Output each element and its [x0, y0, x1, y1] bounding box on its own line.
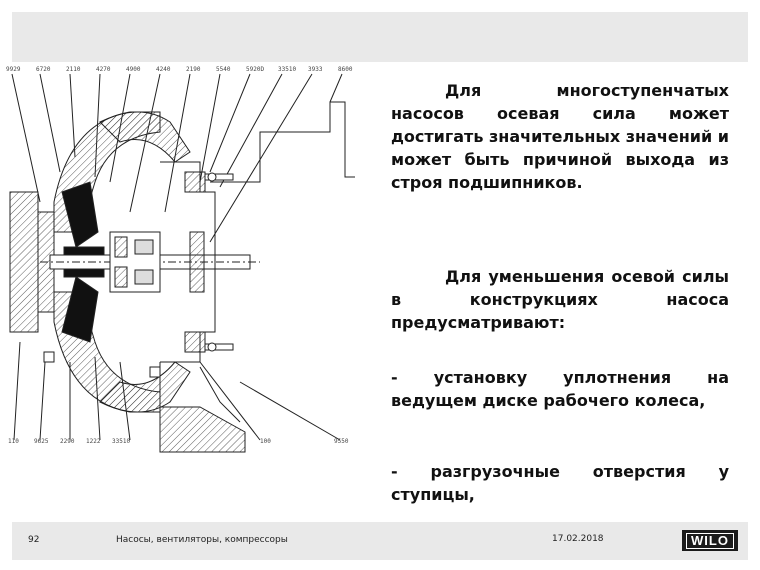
callout-label: 6720	[36, 66, 51, 73]
callout-label: 33510	[278, 66, 297, 73]
paragraph-text: Для многоступенчатых насосов осевая сила…	[391, 81, 729, 192]
logo-text: WILO	[686, 532, 734, 549]
callout-label: 1222	[86, 438, 101, 445]
callout-label: 8600	[338, 66, 353, 73]
callout-label: 110	[8, 438, 19, 445]
header-band	[12, 12, 748, 62]
bullet-seal: - установку уплотнения на ведущем диске …	[391, 366, 729, 412]
callout-label: 100	[260, 438, 271, 445]
pump-cross-section-drawing: 9929 6720 2110 4270 4900 4240 2190 5540 …	[0, 62, 380, 462]
callout-label: 2290	[60, 438, 75, 445]
bullet-relief-holes: - разгрузочные отверстия у ступицы,	[391, 460, 729, 506]
callout-label: 9929	[6, 66, 21, 73]
callout-label: 4900	[126, 66, 141, 73]
wilo-logo: WILO	[682, 530, 738, 551]
callout-label: 2110	[66, 66, 81, 73]
footer-band: 92 Насосы, вентиляторы, компрессоры 17.0…	[12, 522, 748, 560]
paragraph-axial-force: Для многоступенчатых насосов осевая сила…	[391, 79, 729, 194]
paragraph-reduction-measures: Для уменьшения осевой силы в конструкция…	[391, 265, 729, 334]
bullet-text: - разгрузочные отверстия у ступицы,	[391, 462, 729, 504]
callout-label: 2190	[186, 66, 201, 73]
callout-label: 4240	[156, 66, 171, 73]
callout-label: 33510	[112, 438, 131, 445]
callout-label: 5540	[216, 66, 231, 73]
callout-label: 3933	[308, 66, 323, 73]
footer-title: Насосы, вентиляторы, компрессоры	[116, 535, 288, 545]
callout-label: 9625	[34, 438, 49, 445]
top-callout-labels: 9929 6720 2110 4270 4900 4240 2190 5540 …	[0, 66, 380, 76]
footer-date: 17.02.2018	[552, 534, 604, 544]
bottom-callout-labels: 110 9625 2290 1222 33510 100 9550	[0, 438, 380, 448]
callout-label: 4270	[96, 66, 111, 73]
callout-label: 5920D	[246, 66, 265, 73]
bullet-text: - установку уплотнения на ведущем диске …	[391, 368, 729, 410]
callout-label: 9550	[334, 438, 349, 445]
page-number: 92	[28, 535, 40, 545]
paragraph-text: Для уменьшения осевой силы в конструкция…	[391, 267, 729, 332]
pump-section-svg	[9, 73, 355, 453]
